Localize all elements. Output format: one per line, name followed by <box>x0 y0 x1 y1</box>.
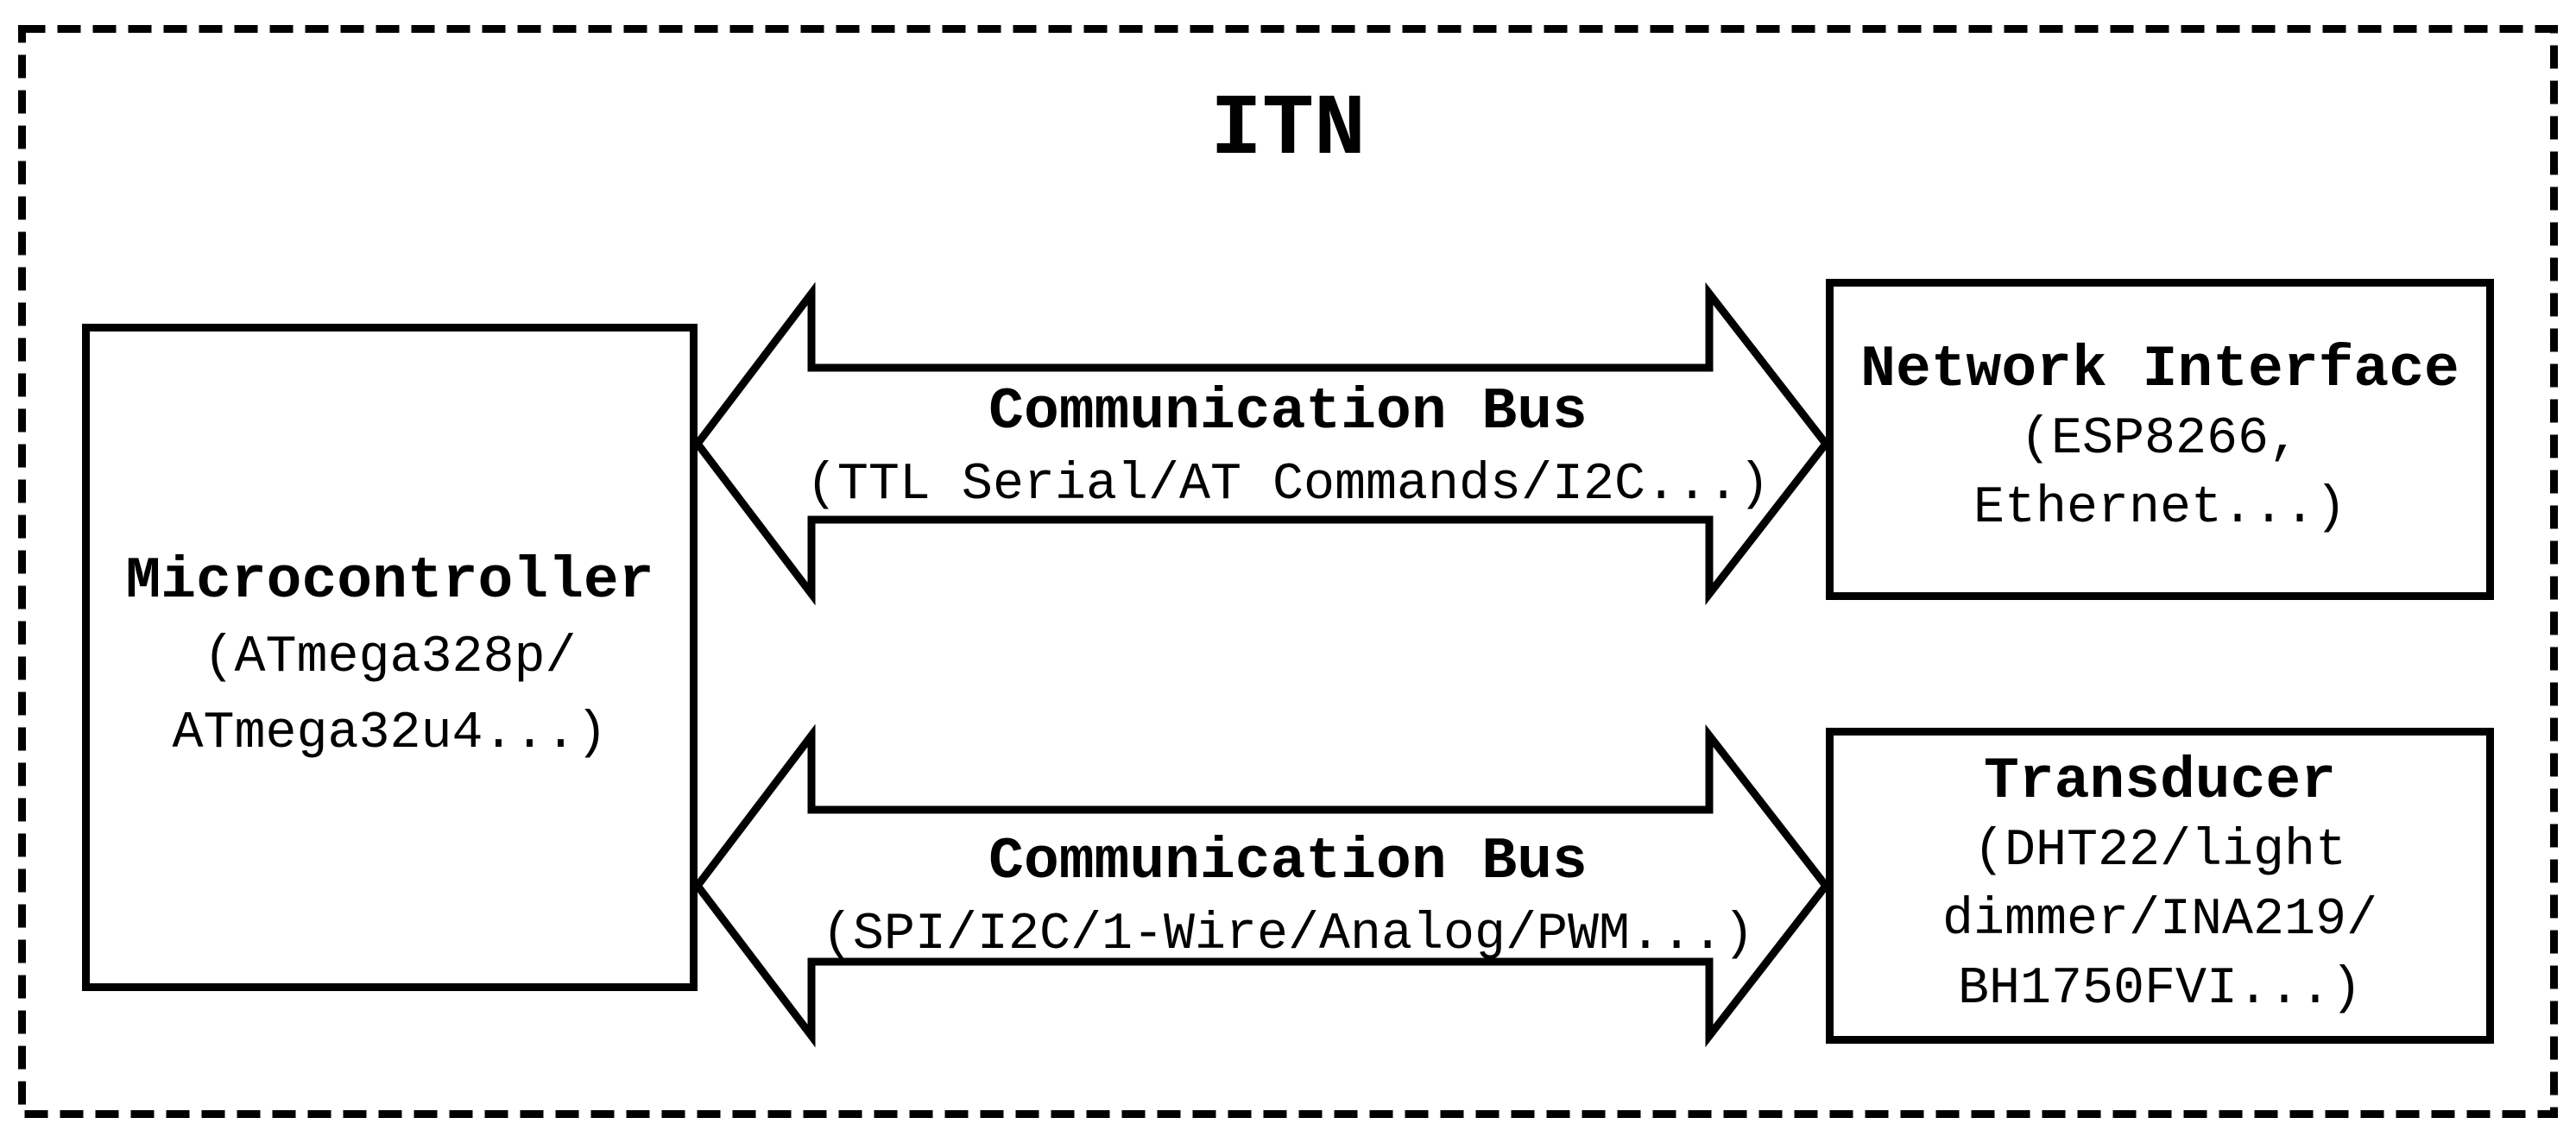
transducer-box: Transducer (DHT22/light dimmer/INA219/ B… <box>1826 728 2494 1044</box>
communication-bus-title-top: Communication Bus <box>988 379 1588 445</box>
network-interface-detail-line-2: Ethernet...) <box>1973 479 2347 538</box>
network-interface-detail-line-1: (ESP8266, <box>2019 410 2301 469</box>
communication-bus-protocols-bottom: (SPI/I2C/1-Wire/Analog/PWM...) <box>821 906 1755 964</box>
network-interface-box: Network Interface (ESP8266, Ethernet...) <box>1826 279 2494 600</box>
communication-bus-label-top: Communication Bus (TTL Serial/AT Command… <box>705 376 1871 521</box>
network-interface-title: Network Interface <box>1860 337 2459 403</box>
transducer-detail-line-2: dimmer/INA219/ <box>1941 891 2378 950</box>
transducer-detail-line-3: BH1750FVI...) <box>1957 960 2363 1019</box>
microcontroller-box: Microcontroller (ATmega328p/ ATmega32u4.… <box>82 324 698 991</box>
communication-bus-title-bottom: Communication Bus <box>988 829 1588 895</box>
diagram-title: ITN <box>1209 82 1367 180</box>
transducer-title: Transducer <box>1983 748 2337 815</box>
communication-bus-label-bottom: Communication Bus (SPI/I2C/1-Wire/Analog… <box>705 826 1871 971</box>
communication-bus-protocols-top: (TTL Serial/AT Commands/I2C...) <box>805 456 1771 515</box>
microcontroller-title: Microcontroller <box>125 547 654 615</box>
outer-dashed-border <box>18 25 2558 1118</box>
microcontroller-detail-line-2: ATmega32u4...) <box>172 704 608 763</box>
transducer-detail-line-1: (DHT22/light <box>1973 822 2347 881</box>
microcontroller-detail-line-1: (ATmega328p/ <box>203 628 577 687</box>
